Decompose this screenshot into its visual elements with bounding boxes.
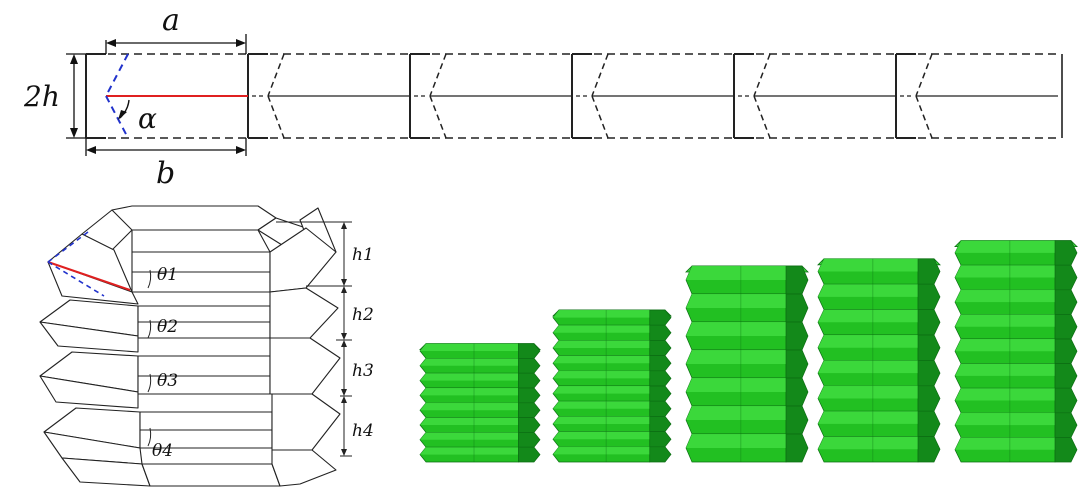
blue-crease-upper	[105, 53, 129, 97]
green-layer	[685, 293, 809, 323]
label-theta-3: θ3	[157, 371, 178, 391]
crease-panel	[571, 53, 734, 139]
green-layer	[954, 387, 1078, 414]
crease-panel	[247, 53, 410, 139]
crease-panel	[895, 53, 1058, 139]
green-model	[419, 343, 541, 463]
green-layer	[685, 321, 809, 351]
green-layer	[954, 314, 1078, 340]
green-model	[552, 309, 672, 463]
green-model	[685, 265, 809, 463]
crease-panel	[733, 53, 896, 139]
green-layer	[552, 355, 672, 372]
label-h-4: h4	[352, 421, 374, 441]
green-model	[954, 240, 1078, 463]
tower-red-crease	[47, 261, 131, 291]
green-layer	[419, 432, 541, 448]
green-layer	[552, 370, 672, 387]
green-layer	[552, 446, 672, 463]
crease-pattern: a b 2h α	[23, 3, 1063, 191]
green-layer	[552, 324, 672, 341]
blue-crease-lower	[105, 95, 129, 139]
height-dimensions	[276, 221, 352, 457]
label-theta-1: θ1	[157, 265, 178, 285]
green-layer	[419, 402, 541, 418]
dimension-a: a	[105, 3, 247, 54]
green-layer	[954, 363, 1078, 389]
green-layer	[552, 340, 672, 356]
label-theta-4: θ4	[152, 441, 173, 461]
green-layer	[817, 385, 941, 412]
green-layer	[954, 240, 1078, 266]
green-layer	[954, 289, 1078, 315]
green-layer	[552, 431, 672, 448]
label-2h: 2h	[23, 80, 60, 113]
green-layer	[685, 377, 809, 407]
green-layer	[817, 360, 941, 387]
green-layer	[685, 265, 809, 295]
theta-angles	[147, 269, 152, 447]
green-layer	[685, 433, 809, 463]
green-layer	[419, 372, 541, 389]
tower-blue-crease-lower	[47, 261, 105, 297]
green-layer	[552, 385, 672, 402]
label-alpha: α	[138, 102, 157, 135]
dimension-b: b	[85, 138, 247, 191]
folded-tower-drawing	[39, 205, 341, 487]
green-layer	[419, 417, 541, 433]
crease-panel	[85, 53, 248, 139]
green-layer	[954, 437, 1078, 463]
angle-alpha: α	[118, 99, 157, 135]
label-h-3: h3	[352, 361, 374, 381]
green-layer	[552, 309, 672, 326]
height-arrowheads	[341, 222, 347, 456]
green-layer	[817, 436, 941, 463]
dimension-2h: 2h	[23, 53, 86, 139]
crease-panel	[409, 53, 572, 139]
green-layer	[817, 334, 941, 361]
label-theta-2: θ2	[157, 317, 178, 337]
green-layer	[685, 405, 809, 435]
label-a: a	[162, 3, 180, 38]
green-layer	[954, 338, 1078, 364]
green-layer	[552, 400, 672, 417]
green-layer	[817, 283, 941, 310]
label-h-2: h2	[352, 305, 374, 325]
green-model	[817, 258, 941, 463]
label-b: b	[156, 156, 175, 191]
green-folded-models	[419, 240, 1078, 463]
green-layer	[419, 343, 541, 359]
green-layer	[419, 358, 541, 374]
green-layer	[552, 416, 672, 432]
green-layer	[954, 264, 1078, 291]
green-layer	[817, 309, 941, 336]
green-layer	[419, 446, 541, 463]
green-layer	[419, 387, 541, 404]
label-h-1: h1	[352, 245, 374, 265]
green-layer	[954, 412, 1078, 438]
green-layer	[685, 349, 809, 379]
green-layer	[817, 258, 941, 285]
green-layer	[817, 410, 941, 437]
crease-pattern-panels	[85, 53, 1063, 139]
